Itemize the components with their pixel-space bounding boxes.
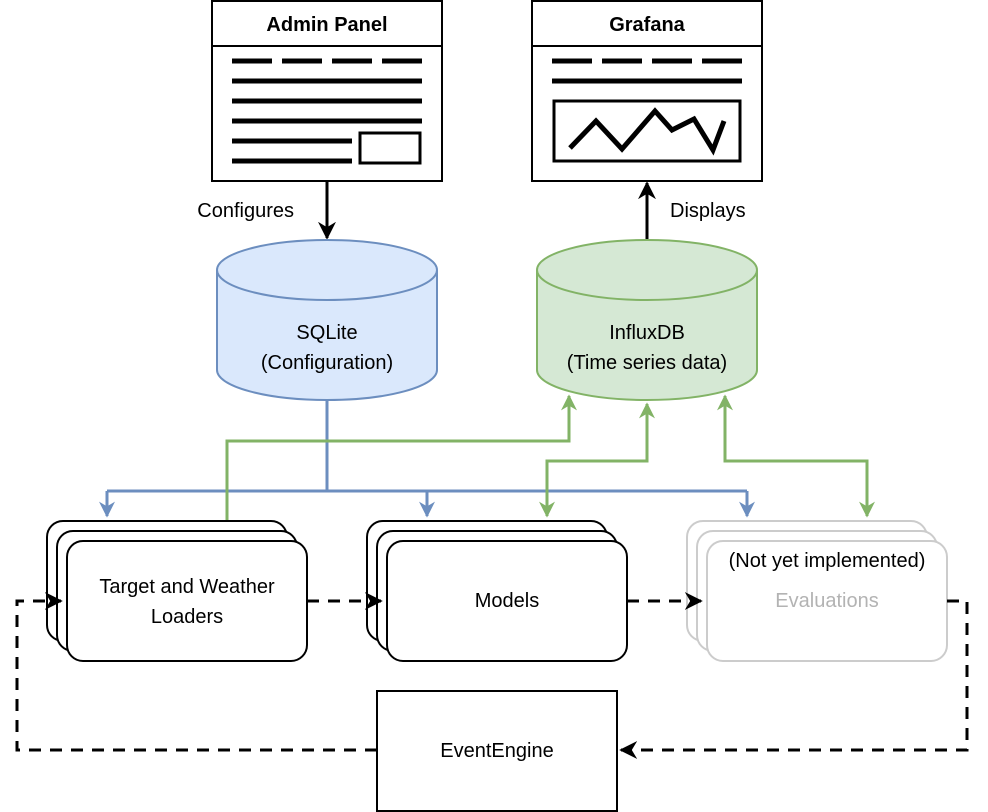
grafana-title: Grafana	[609, 14, 685, 36]
configures-label: Configures	[197, 200, 294, 222]
evaluations-label: Evaluations	[775, 590, 878, 612]
evaluations-note: (Not yet implemented)	[729, 550, 926, 572]
influxdb-database: InfluxDB (Time series data)	[536, 239, 758, 401]
sqlite-database: SQLite (Configuration)	[216, 239, 438, 401]
grafana-chart-icon	[552, 58, 742, 163]
sqlite-label: SQLite	[296, 322, 357, 344]
models-influxdb-arrow	[539, 402, 655, 518]
eventengine-label: EventEngine	[440, 740, 553, 762]
displays-label: Displays	[670, 200, 746, 222]
eventengine-node: EventEngine	[376, 690, 618, 812]
influxdb-sublabel: (Time series data)	[567, 352, 727, 374]
loaders-sublabel: Loaders	[151, 606, 223, 628]
loaders-to-influxdb-arrow	[225, 394, 577, 521]
models-node: Models	[366, 520, 628, 662]
evaluations-to-eventengine-arrow	[619, 599, 969, 759]
evaluations-node: (Not yet implemented) Evaluations	[686, 520, 948, 662]
admin-panel-form-icon	[232, 58, 422, 165]
loaders-node: Target and Weather Loaders	[46, 520, 308, 662]
grafana-node: Grafana	[531, 0, 763, 182]
models-label: Models	[475, 590, 539, 612]
admin-panel-node: Admin Panel	[211, 0, 443, 182]
sqlite-sublabel: (Configuration)	[261, 352, 393, 374]
timeseries-edges	[225, 394, 875, 521]
config-distribution-edges	[99, 401, 755, 518]
pipeline-edges	[15, 592, 969, 759]
influxdb-label: InfluxDB	[609, 322, 685, 344]
loaders-label: Target and Weather	[99, 576, 275, 598]
eventengine-to-loaders-arrow	[15, 592, 377, 752]
evaluations-influxdb-arrow	[717, 394, 875, 518]
admin-panel-title: Admin Panel	[266, 14, 387, 36]
